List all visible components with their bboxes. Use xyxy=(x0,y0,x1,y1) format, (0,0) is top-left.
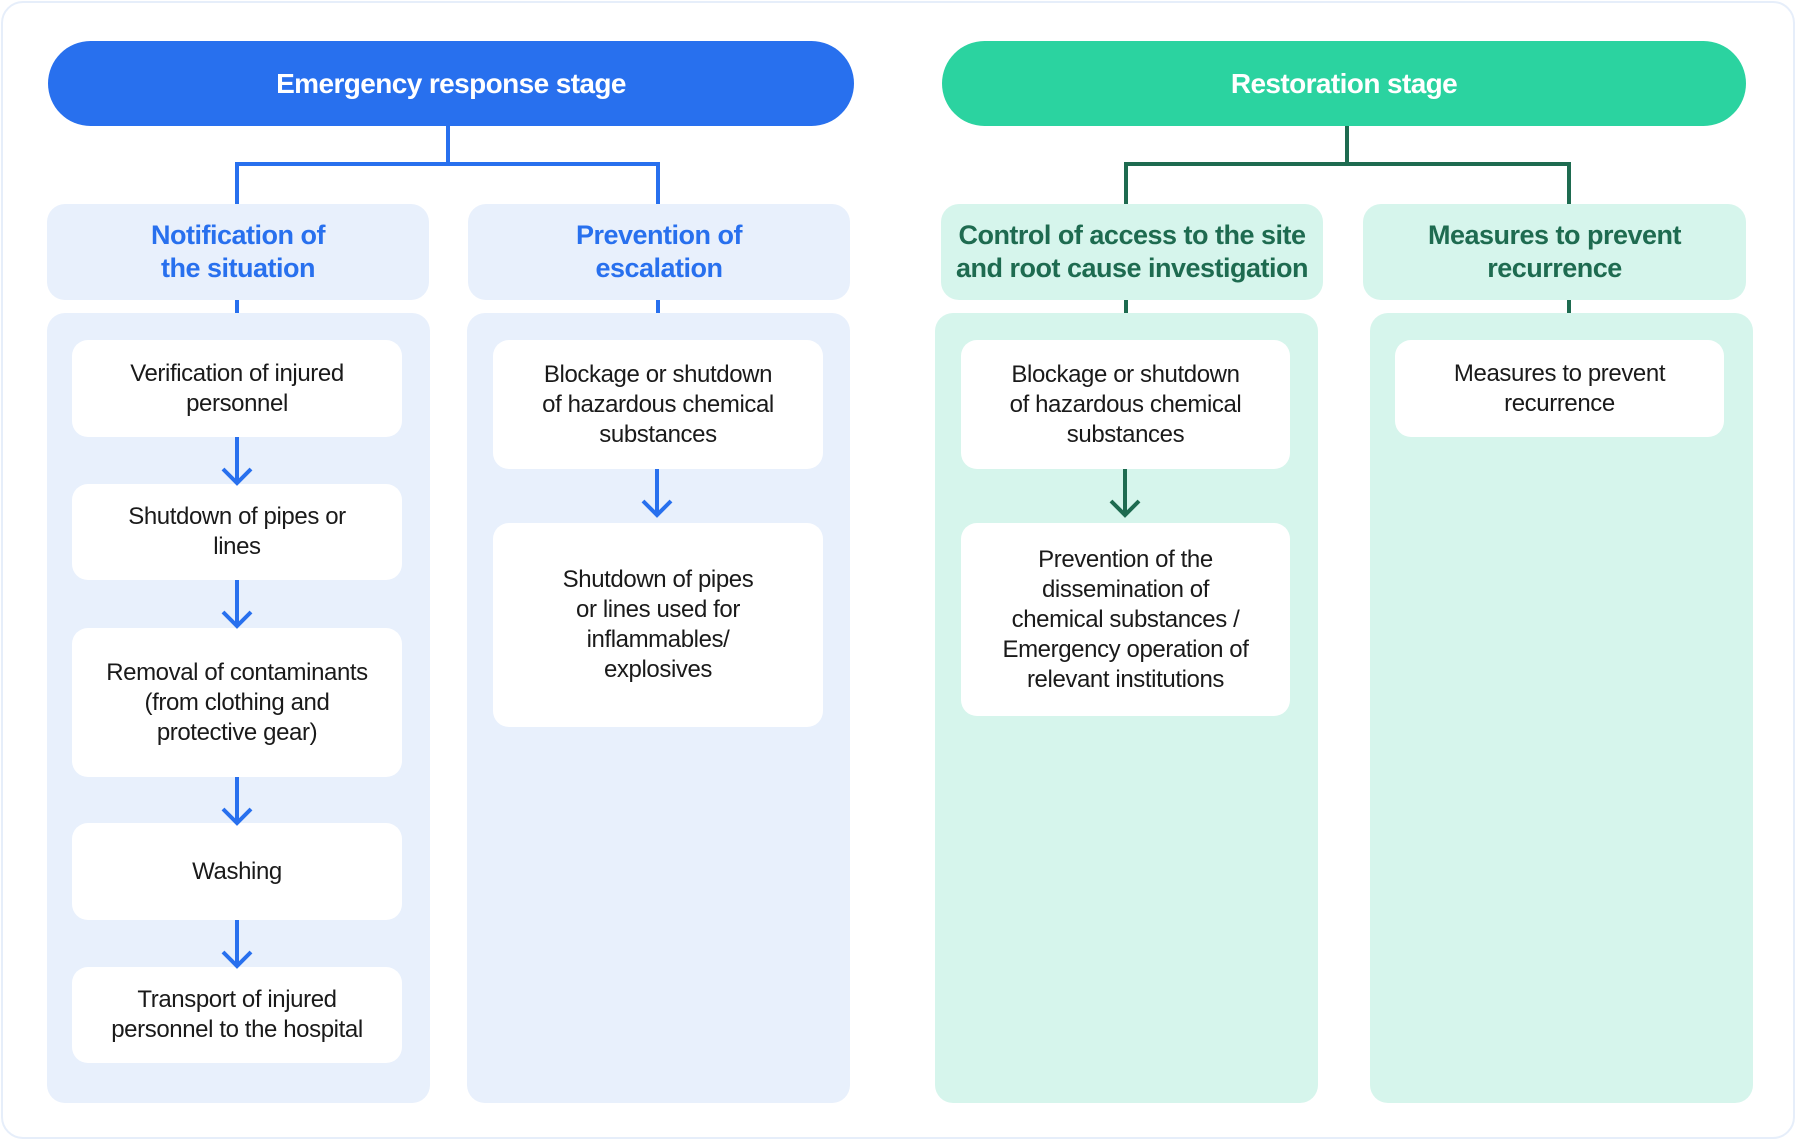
step-card: Verification of injured personnel xyxy=(72,340,402,437)
arrow-down-icon xyxy=(1105,469,1145,519)
step-text: Removal of contaminants (from clothing a… xyxy=(106,658,368,746)
group-panel-recurrence-prevention xyxy=(1370,313,1753,1103)
connector-link xyxy=(235,300,239,313)
step-card: Blockage or shutdown of hazardous chemic… xyxy=(961,340,1290,469)
step-card: Measures to prevent recurrence xyxy=(1395,340,1724,437)
step-card: Blockage or shutdown of hazardous chemic… xyxy=(493,340,823,469)
connector-branch xyxy=(235,162,660,166)
step-card: Shutdown of pipes or lines used for infl… xyxy=(493,523,823,727)
step-card: Washing xyxy=(72,823,402,920)
step-text: Shutdown of pipes or lines used for infl… xyxy=(562,566,754,683)
arrow-down-icon xyxy=(637,469,677,519)
connector-drop xyxy=(1124,162,1128,204)
group-header-notification: Notification of the situation xyxy=(47,204,429,300)
step-card: Removal of contaminants (from clothing a… xyxy=(72,628,402,777)
group-title: Notification of the situation xyxy=(151,220,325,283)
stage-title: Restoration stage xyxy=(1230,67,1458,99)
connector-link xyxy=(656,300,660,313)
group-header-access-control: Control of access to the site and root c… xyxy=(941,204,1323,300)
step-text: Shutdown of pipes or lines xyxy=(128,503,346,560)
stage-title: Emergency response stage xyxy=(276,67,626,99)
connector-link xyxy=(1124,300,1128,313)
connector-stem xyxy=(446,126,450,166)
group-title: Prevention of escalation xyxy=(575,220,743,283)
connector-branch xyxy=(1124,162,1571,166)
step-text: Verification of injured personnel xyxy=(130,359,344,417)
group-header-prevention-of-escalation: Prevention of escalation xyxy=(468,204,850,300)
connector-stem xyxy=(1345,126,1349,166)
group-header-recurrence-prevention: Measures to prevent recurrence xyxy=(1363,204,1746,300)
arrow-down-icon xyxy=(217,920,257,970)
step-card: Shutdown of pipes or lines xyxy=(72,484,402,580)
step-text: Washing xyxy=(192,857,282,885)
stage-header-restoration: Restoration stage xyxy=(942,41,1746,126)
connector-link xyxy=(1567,300,1571,313)
arrow-down-icon xyxy=(217,437,257,487)
step-text: Transport of injured personnel to the ho… xyxy=(111,986,363,1043)
group-title: Control of access to the site and root c… xyxy=(955,220,1309,283)
arrow-down-icon xyxy=(217,777,257,827)
step-card: Prevention of the dissemination of chemi… xyxy=(961,523,1290,716)
stage-header-emergency-response: Emergency response stage xyxy=(48,41,854,126)
connector-drop xyxy=(235,162,239,204)
step-text: Blockage or shutdown of hazardous chemic… xyxy=(542,360,774,448)
group-title: Measures to prevent recurrence xyxy=(1427,220,1682,283)
step-text: Prevention of the dissemination of chemi… xyxy=(1002,545,1249,693)
step-text: Measures to prevent recurrence xyxy=(1453,359,1666,417)
connector-drop xyxy=(1567,162,1571,204)
connector-drop xyxy=(656,162,660,204)
step-card: Transport of injured personnel to the ho… xyxy=(72,967,402,1063)
arrow-down-icon xyxy=(217,580,257,630)
step-text: Blockage or shutdown of hazardous chemic… xyxy=(1009,360,1242,448)
